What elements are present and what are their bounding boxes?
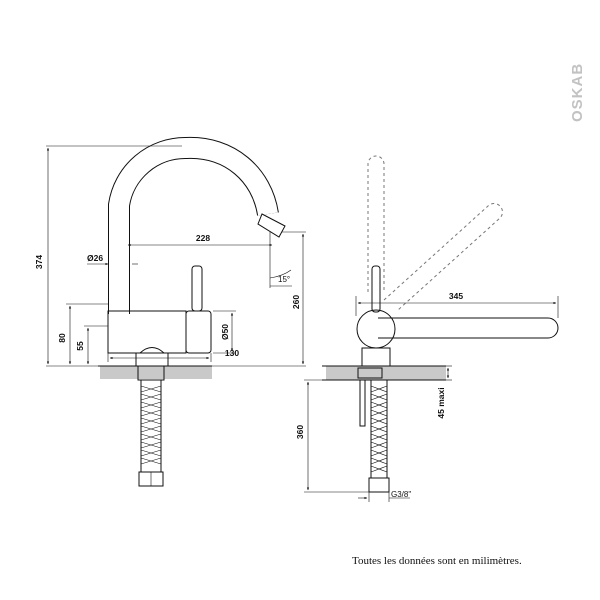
brand-logo: OSKAB — [569, 63, 586, 122]
units-footnote: Toutes les données sont en milimètres. — [352, 555, 522, 567]
side-handle-stem — [371, 265, 381, 313]
front-spout-outlet — [257, 213, 286, 238]
dim-side-reach: 345 — [449, 291, 463, 301]
dim-outlet-angle: 15° — [278, 275, 290, 284]
dim-spout-height: 260 — [291, 295, 301, 309]
dim-body-diameter: Ø50 — [220, 324, 230, 340]
side-fixing-rod — [359, 379, 366, 427]
side-countertop — [326, 366, 446, 380]
side-spout — [378, 317, 559, 339]
dim-hose-length: 360 — [295, 425, 305, 439]
dim-body-depth: 130 — [225, 348, 239, 358]
dim-total-height: 374 — [34, 255, 44, 269]
front-lever-hub — [185, 310, 212, 354]
front-view: 374 228 Ø26 15° 260 80 55 Ø50 — [34, 136, 306, 487]
front-hose — [140, 379, 162, 473]
front-countertop — [100, 366, 212, 379]
dim-base-height: 55 — [75, 341, 85, 351]
side-hose-nut — [368, 477, 390, 493]
dim-max-deck-thickness: 45 maxi — [436, 387, 446, 418]
front-spout — [109, 137, 278, 314]
dim-spout-reach: 228 — [196, 233, 210, 243]
side-view: 345 45 maxi 360 G3/8" — [295, 155, 559, 502]
dim-connection-thread: G3/8" — [391, 490, 411, 499]
side-spout-angled-position — [383, 203, 503, 311]
dim-spout-diameter: Ø26 — [87, 253, 103, 263]
side-spout-raised-position — [367, 155, 385, 292]
front-body — [107, 310, 187, 354]
dim-body-height: 80 — [57, 333, 67, 343]
front-lever-handle — [191, 265, 203, 312]
side-body — [356, 309, 396, 349]
